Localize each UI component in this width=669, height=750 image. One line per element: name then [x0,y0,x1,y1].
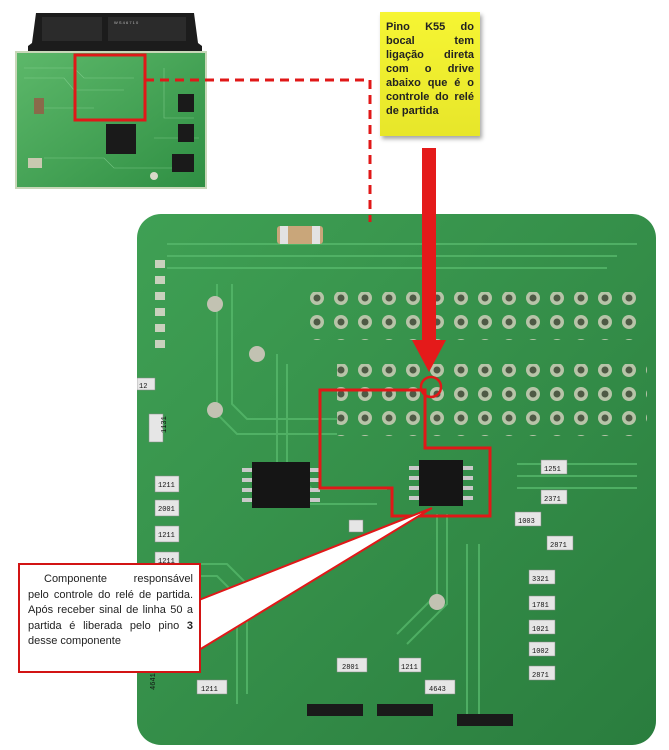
callout-pin-number: 3 [186,619,193,632]
callout-text-after: desse componente [28,635,121,647]
pcb-label-1002: 1002 [532,648,549,656]
pcb-label-2371: 2371 [544,496,561,504]
pcb-label-1211-c: 1211 [158,558,175,566]
ecu-connector-label: W S 4 6 7 1 0 [114,20,139,25]
pcb-label-2871-a: 2871 [550,542,567,550]
pcb-label-1211-b: 1211 [158,532,175,540]
pcb-label-4641: 4641 [150,673,158,690]
pcb-label-2001: 2001 [158,506,175,514]
pcb-label-1003: 1003 [518,518,535,526]
pcb-label-1211-d: 1211 [201,686,218,694]
ecu-photo: W S 4 6 7 1 0 [15,13,207,189]
pcb-label-3321: 3321 [532,576,549,584]
component-callout-text: Componente responsável pelo controle do … [28,572,193,650]
pcb-label-2871-b: 2871 [532,672,549,680]
pcb-label-1251: 1251 [544,466,561,474]
pcb-label-1131: 1131 [161,416,169,433]
pcb-label-1021: 1021 [532,626,549,634]
pcb-label-1211-e: 1211 [401,664,418,672]
pin-k55-note: Pino K55 do bocal tem ligação direta com… [380,12,480,136]
callout-text-before: Componente responsável pelo controle do … [28,573,193,632]
component-callout: Componente responsável pelo controle do … [18,563,201,673]
pcb-label-1781: 1781 [532,602,549,610]
pin-k55-note-text: Pino K55 do bocal tem ligação direta com… [386,21,474,117]
pcb-board: 12 1131 1211 2001 1211 1211 1211 1251 23… [137,214,656,745]
pcb-label-1211-a: 1211 [158,482,175,490]
pcb-label-2801: 2801 [342,664,359,672]
pcb-label-12: 12 [139,383,147,391]
pcb-label-4643: 4643 [429,686,446,694]
